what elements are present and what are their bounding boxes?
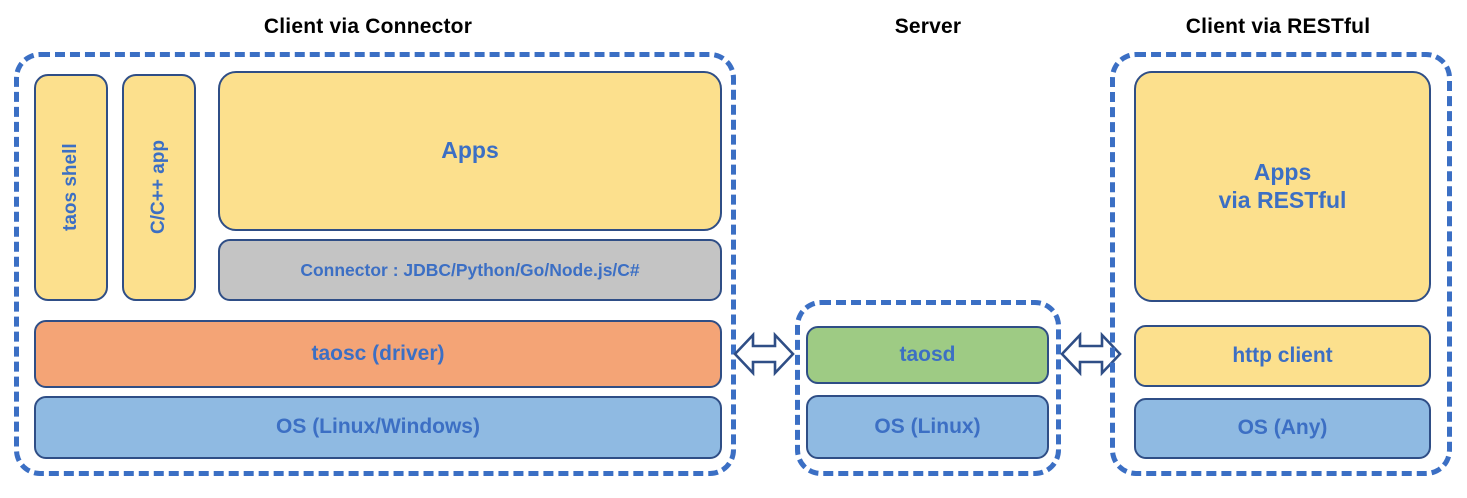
node-os-linux-windows[interactable]: OS (Linux/Windows): [34, 396, 722, 459]
node-taos-shell[interactable]: taos shell: [34, 74, 108, 301]
node-apps-via-restful[interactable]: Apps via RESTful: [1134, 71, 1431, 302]
group-client-via-connector: [14, 52, 736, 476]
arrow-connector-to-server: [733, 327, 795, 381]
caption-client-via-restful: Client via RESTful: [1185, 15, 1371, 38]
arrow-server-to-restful: [1060, 327, 1122, 381]
apps-restful-line1: Apps: [1253, 159, 1312, 186]
caption-server: Server: [894, 15, 962, 38]
node-apps-connector[interactable]: Apps: [218, 71, 722, 231]
node-taosc-driver[interactable]: taosc (driver): [34, 320, 722, 388]
group-client-via-restful: [1110, 52, 1452, 476]
node-c-cpp-app[interactable]: C/C++ app: [122, 74, 196, 301]
node-http-client[interactable]: http client: [1134, 325, 1431, 387]
apps-restful-line2: via RESTful: [1218, 186, 1347, 213]
caption-client-via-connector: Client via Connector: [263, 15, 473, 38]
node-os-any[interactable]: OS (Any): [1134, 398, 1431, 459]
group-server: [795, 300, 1061, 476]
node-taosd[interactable]: taosd: [806, 326, 1049, 384]
node-os-linux[interactable]: OS (Linux): [806, 395, 1049, 459]
node-connector-list[interactable]: Connector : JDBC/Python/Go/Node.js/C#: [218, 239, 722, 301]
